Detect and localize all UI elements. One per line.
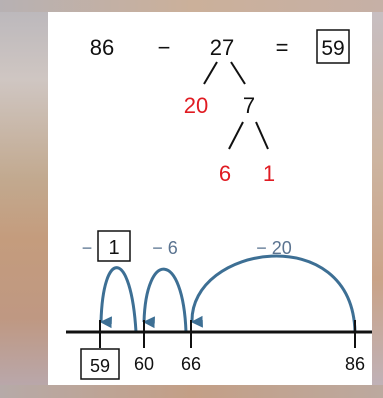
minus-sign: − <box>158 35 171 60</box>
tick-label-60: 60 <box>134 354 154 374</box>
jump-arc-minus-1 <box>99 266 138 333</box>
jump-large-label: − 20 <box>256 238 292 258</box>
ones-split-b: 1 <box>263 161 275 186</box>
tick-label-86: 86 <box>345 354 365 374</box>
background-bottom-strip <box>0 385 383 398</box>
answer-box <box>316 29 350 64</box>
background-right-strip <box>372 0 383 398</box>
jump-mid-label: − 6 <box>152 238 178 258</box>
equals-sign: = <box>276 35 289 60</box>
branch-27-to-20 <box>203 61 218 85</box>
tick-label-59: 59 <box>90 356 110 376</box>
branch-7-to-6 <box>228 121 244 150</box>
jump-arc-minus-20 <box>190 254 357 333</box>
jump-small-box <box>97 230 131 262</box>
subtrahend: 27 <box>210 35 234 60</box>
minuend: 86 <box>90 35 114 60</box>
result-box <box>80 348 120 380</box>
background-top-strip <box>0 0 383 12</box>
background-left-strip <box>0 0 48 398</box>
answer-value: 59 <box>321 37 344 60</box>
ones-part: 7 <box>243 93 255 118</box>
jump-arc-minus-6 <box>142 267 188 333</box>
tens-part: 20 <box>184 93 208 118</box>
branch-27-to-7 <box>230 61 246 85</box>
tick-label-66: 66 <box>181 354 201 374</box>
ones-split-a: 6 <box>219 161 231 186</box>
branch-7-to-1 <box>255 121 269 150</box>
jump-small-value: 1 <box>108 237 119 259</box>
jump-small-sign: − <box>82 238 93 258</box>
